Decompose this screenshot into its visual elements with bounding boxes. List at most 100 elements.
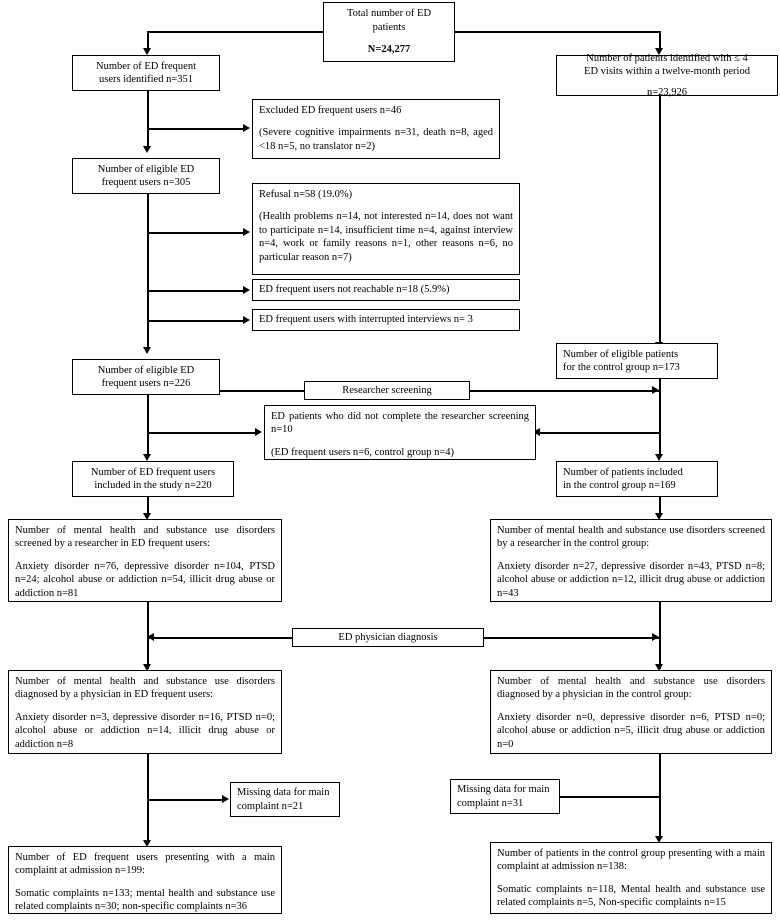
node-eligible-173-line1: Number of eligible patients — [563, 348, 679, 360]
node-complaint-control-line2: Somatic complaints n=118, Mental health … — [497, 883, 765, 909]
connector-screened-left-down — [147, 602, 149, 638]
node-screened-frequent-users[interactable]: Number of mental health and substance us… — [8, 519, 282, 602]
node-main-complaint-control[interactable]: Number of patients in the control group … — [490, 842, 772, 914]
connector-to-missing-right — [560, 796, 659, 798]
node-control-identified-line1: Number of patients identified with ≤ 4 — [586, 52, 748, 64]
connector-spine-173-169 — [659, 390, 661, 457]
node-eligible-control-173[interactable]: Number of eligible patients for the cont… — [556, 343, 718, 379]
node-refusal[interactable]: Refusal n=58 (19.0%) (Health problems n=… — [252, 183, 520, 275]
node-missing-left-line1: Missing data for main — [237, 787, 330, 799]
connector-spine-control-23926-173 — [659, 96, 661, 345]
node-control-patients-identified[interactable]: Number of patients identified with ≤ 4 E… — [556, 52, 778, 98]
node-frequent-identified-line1: Number of ED frequent — [95, 60, 196, 72]
node-included-169-line2: in the control group n=169 — [563, 480, 676, 491]
arrow-to-eligible-305 — [143, 146, 151, 153]
node-included-control-169[interactable]: Number of patients included in the contr… — [556, 461, 718, 497]
arrow-220-to-screened — [143, 513, 151, 520]
node-eligible-226-line1: Number of eligible ED — [97, 364, 195, 376]
node-not-reachable[interactable]: ED frequent users not reachable n=18 (5.… — [252, 279, 520, 301]
node-total-ed-patients[interactable]: Total number of ED patients N=24,277 — [323, 2, 455, 62]
arrow-to-refusal-box — [243, 228, 250, 236]
node-screened-control-line1: Number of mental health and substance us… — [497, 525, 765, 550]
node-screened-frequent-line1: Number of mental health and substance us… — [15, 525, 275, 550]
node-eligible-226-line2: frequent users n=226 — [101, 378, 191, 389]
node-diagnosed-frequent-line2: Anxiety disorder n=3, depressive disorde… — [15, 711, 275, 750]
node-total-ed-line2: patients — [372, 21, 406, 33]
label-researcher-screening[interactable]: Researcher screening — [304, 381, 470, 400]
node-complaint-frequent-line2: Somatic complaints n=133; mental health … — [15, 887, 275, 913]
connector-diagnosed-right-down — [659, 754, 661, 840]
node-interrupted-interviews[interactable]: ED frequent users with interrupted inter… — [252, 309, 520, 331]
node-complaint-control-line1: Number of patients in the control group … — [497, 848, 765, 873]
connector-173-down — [659, 379, 661, 391]
connector-to-not-complete-right — [540, 432, 659, 434]
arrow-to-eligible-226 — [143, 347, 151, 354]
node-not-complete-line2: (ED frequent users n=6, control group n=… — [271, 446, 455, 458]
arrow-to-missing-left — [222, 795, 229, 803]
diagram-title: Study flow diagram of ED frequent users … — [0, 21, 1, 22]
node-eligible-173-line2: for the control group n=173 — [563, 362, 680, 373]
node-diagnosed-control-line1: Number of mental health and substance us… — [497, 676, 765, 701]
arrow-to-frequent-identified — [143, 48, 151, 55]
arrow-to-included-169 — [655, 454, 663, 461]
node-complaint-frequent-line1: Number of ED frequent users presenting w… — [15, 852, 275, 877]
connector-right-branch-down — [659, 31, 661, 50]
arrow-screening-bus-right — [652, 386, 659, 394]
connector-spine-351-305 — [147, 91, 149, 149]
node-control-identified-line3: n=23,926 — [646, 86, 688, 98]
node-did-not-complete-screening[interactable]: ED patients who did not complete the res… — [264, 405, 536, 460]
arrow-to-complaint-right — [655, 836, 663, 843]
node-frequent-users-identified[interactable]: Number of ED frequent users identified n… — [72, 55, 220, 91]
connector-to-diagnosed-left — [147, 637, 149, 669]
node-total-ed-line1: Total number of ED — [346, 8, 432, 20]
node-refusal-line2: (Health problems n=14, not interested n=… — [259, 211, 513, 263]
arrow-to-control-identified — [655, 48, 663, 55]
arrow-to-not-complete-right — [533, 428, 540, 436]
node-excluded-frequent-users[interactable]: Excluded ED frequent users n=46 (Severe … — [252, 99, 500, 159]
arrow-to-excluded-box — [243, 124, 250, 132]
node-included-169-line1: Number of patients included — [563, 466, 683, 478]
connector-spine-305-226 — [147, 194, 149, 350]
node-missing-data-frequent[interactable]: Missing data for main complaint n=21 — [230, 782, 340, 817]
node-interrupted-line1: ED frequent users with interrupted inter… — [259, 314, 473, 326]
node-eligible-305-line2: frequent users n=305 — [101, 177, 191, 188]
arrow-diagnosis-bus-right — [652, 633, 659, 641]
connector-to-excluded — [147, 128, 245, 130]
node-eligible-frequent-users-226[interactable]: Number of eligible ED frequent users n=2… — [72, 359, 220, 395]
node-screened-control-line2: Anxiety disorder n=27, depressive disord… — [497, 560, 765, 599]
connector-to-not-reachable — [147, 290, 245, 292]
connector-total-left-arm — [147, 31, 323, 33]
connector-169-to-screened — [659, 497, 661, 517]
connector-screening-bus-right — [468, 390, 659, 392]
node-excluded-line2: (Severe cognitive impairments n=31, deat… — [259, 127, 493, 152]
connector-220-to-screened — [147, 497, 149, 517]
connector-total-right-arm — [455, 31, 660, 33]
connector-left-branch-down — [147, 31, 149, 50]
arrow-to-not-reachable-box — [243, 286, 250, 294]
arrow-diagnosis-bus-left — [147, 633, 154, 641]
node-missing-left-line2: complaint n=21 — [237, 800, 304, 812]
node-not-reachable-line1: ED frequent users not reachable n=18 (5.… — [259, 284, 450, 296]
connector-to-missing-left — [147, 799, 224, 801]
node-refusal-line1: Refusal n=58 (19.0%) — [259, 189, 353, 200]
label-ed-physician-diagnosis[interactable]: ED physician diagnosis — [292, 628, 484, 647]
arrow-to-interrupted-box — [243, 316, 250, 324]
node-diagnosed-control-group[interactable]: Number of mental health and substance us… — [490, 670, 772, 754]
node-missing-data-control[interactable]: Missing data for main complaint n=31 — [450, 779, 560, 814]
arrow-169-to-screened — [655, 513, 663, 520]
connector-to-interrupted — [147, 320, 245, 322]
node-screened-control-group[interactable]: Number of mental health and substance us… — [490, 519, 772, 602]
connector-screened-right-down — [659, 602, 661, 638]
node-eligible-305-line1: Number of eligible ED — [97, 163, 195, 175]
node-eligible-frequent-users-305[interactable]: Number of eligible ED frequent users n=3… — [72, 158, 220, 194]
connector-to-diagnosed-right — [659, 637, 661, 669]
node-included-220-line2: included in the study n=220 — [94, 480, 212, 491]
node-diagnosed-frequent-users[interactable]: Number of mental health and substance us… — [8, 670, 282, 754]
node-frequent-identified-line2: users identified n=351 — [99, 74, 193, 85]
arrow-to-not-complete-left — [255, 428, 262, 436]
node-included-frequent-users-220[interactable]: Number of ED frequent users included in … — [72, 461, 234, 497]
arrow-to-complaint-left — [143, 840, 151, 847]
label-physician-diagnosis-text: ED physician diagnosis — [338, 632, 438, 643]
node-diagnosed-frequent-line1: Number of mental health and substance us… — [15, 676, 275, 701]
node-main-complaint-frequent[interactable]: Number of ED frequent users presenting w… — [8, 846, 282, 914]
